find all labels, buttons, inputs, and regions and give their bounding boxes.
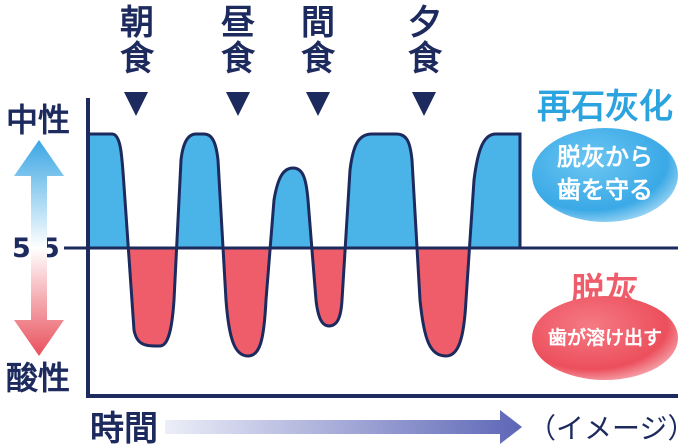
remineralization-title: 再石灰化 [537,87,673,127]
ph-scale-arrow-icon [14,140,64,356]
time-arrow-icon [165,410,522,444]
time-label: 時間 [90,409,158,447]
svg-text:朝: 朝 [120,3,154,43]
remineralization-line1: 脱灰から [557,143,653,171]
meal-label-snack: 間 食 [301,3,336,79]
svg-text:食: 食 [221,39,256,79]
remineralization-line2: 歯を守る [557,176,653,204]
svg-text:食: 食 [120,39,155,79]
meal-label-breakfast: 朝 食 [120,3,155,79]
neutral-label: 中性 [6,101,70,139]
demineralization-line1: 歯が溶け出す [548,326,662,349]
meal-label-dinner: 夕 食 [408,3,443,79]
svg-text:昼: 昼 [221,3,255,43]
meal-marker-breakfast-icon [124,92,148,116]
svg-text:食: 食 [408,39,443,79]
acidic-label: 酸性 [6,359,70,397]
svg-text:夕: 夕 [408,3,442,43]
meal-marker-snack-icon [306,92,330,116]
svg-text:食: 食 [301,39,336,79]
meal-marker-dinner-icon [412,92,436,116]
svg-text:間: 間 [301,3,335,43]
remineralization-bubble [532,128,678,222]
demineralization-area [86,248,522,358]
demineralization-bubble [532,296,678,380]
remineralization-area [86,132,522,248]
meal-label-lunch: 昼 食 [221,3,256,79]
image-note: （イメージ） [528,412,678,445]
meal-marker-lunch-icon [226,92,250,116]
